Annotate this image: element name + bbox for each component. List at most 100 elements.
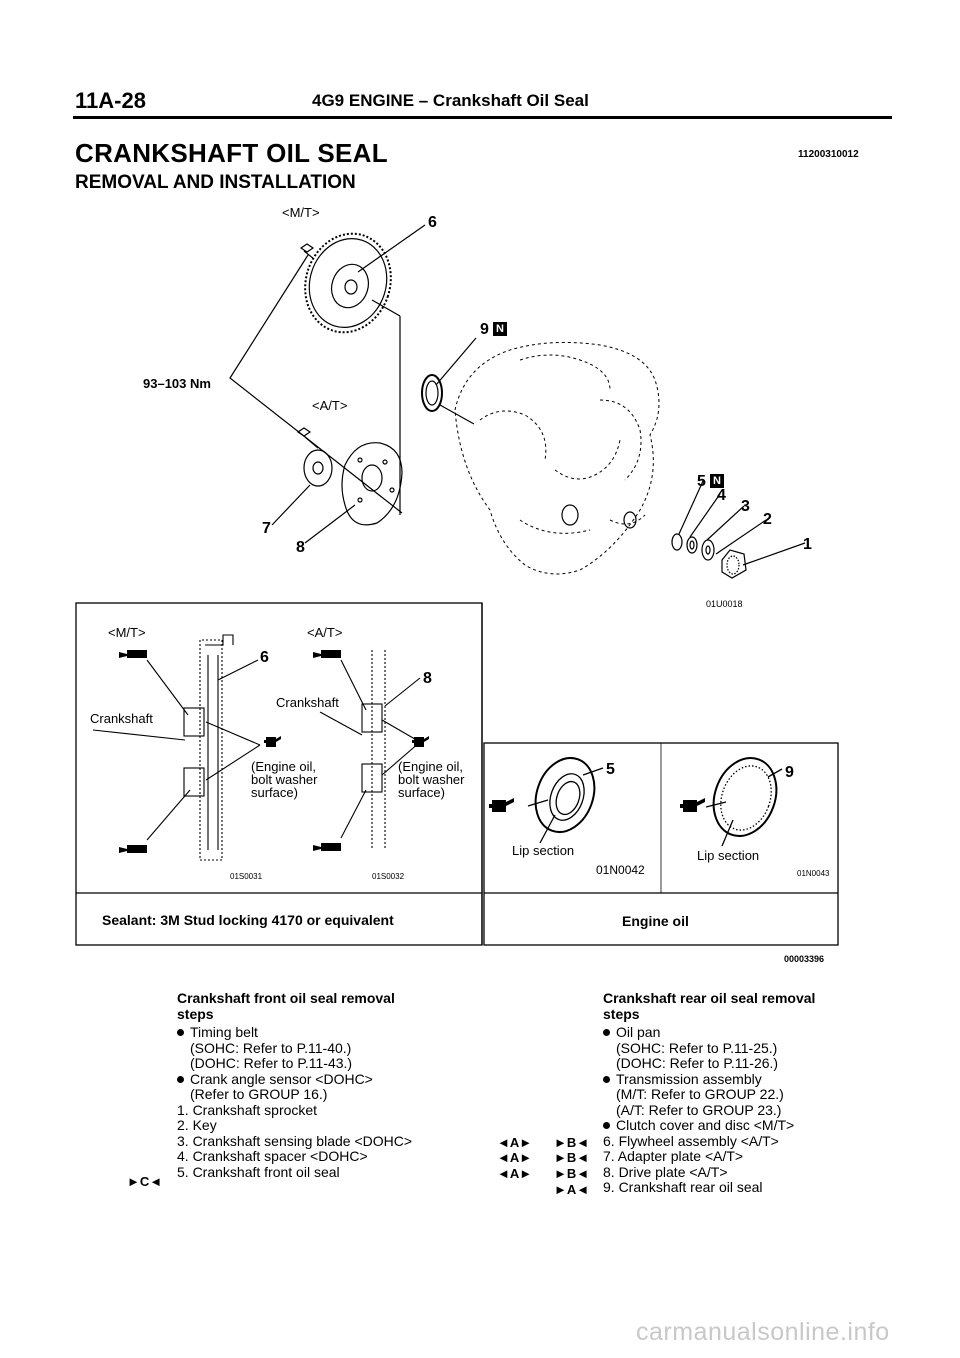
fig-code-01n0043: 01N0043 — [797, 869, 830, 878]
panel-callout-5: 5 — [606, 761, 615, 778]
engine-oil-note-mt: (Engine oil, bolt washer surface) — [251, 760, 317, 799]
lip-section-label-5: Lip section — [512, 843, 575, 858]
callout-4: 4 — [717, 487, 726, 504]
note-line: surface) — [398, 785, 445, 800]
panel-at-label: <A/T> — [307, 625, 343, 640]
header-rule — [73, 116, 892, 119]
install-marker-c: ►C◄ — [127, 1174, 163, 1189]
n-mark-5: N — [710, 474, 724, 488]
step-item: Clutch cover and disc <M/T> — [603, 1117, 815, 1134]
rear-steps-heading: steps — [603, 1005, 640, 1022]
n-mark-9: N — [493, 322, 507, 336]
step-item: Oil pan — [603, 1024, 815, 1041]
step-item: 3. Crankshaft sensing blade <DOHC> — [177, 1132, 413, 1149]
page-number: 11A-28 — [75, 88, 146, 113]
crankshaft-label-at: Crankshaft — [276, 695, 339, 710]
panel-callout-8: 8 — [423, 670, 432, 687]
front-steps-heading: Crankshaft front oil seal removal — [177, 990, 395, 1006]
install-marker-b: ►B◄ — [554, 1135, 590, 1150]
callout-8: 8 — [296, 539, 305, 556]
panel-callout-9: 9 — [785, 764, 794, 781]
step-item: (SOHC: Refer to P.11-25.) — [616, 1039, 778, 1056]
note-line: surface) — [251, 785, 298, 800]
note-line: (Engine oil, — [398, 759, 464, 774]
callout-2: 2 — [763, 511, 772, 528]
marker-letter: A — [509, 1150, 520, 1165]
step-item: 5. Crankshaft front oil seal — [177, 1163, 340, 1180]
page-title: CRANKSHAFT OIL SEAL — [75, 138, 388, 168]
bullet-icon — [177, 1029, 184, 1036]
watermark: carmanualsonline.info — [636, 1318, 890, 1346]
step-item: (DOHC: Refer to P.11-26.) — [616, 1055, 779, 1071]
step-item: (SOHC: Refer to P.11-40.) — [190, 1039, 352, 1056]
step-item: (M/T: Refer to GROUP 22.) — [616, 1086, 784, 1102]
step-item: Timing belt — [177, 1024, 412, 1041]
step-item: Crank angle sensor <DOHC> — [177, 1070, 412, 1088]
step-item: 2. Key — [177, 1117, 217, 1133]
install-marker-b: ►B◄ — [554, 1150, 590, 1165]
engine-oil-note-at: (Engine oil, bolt washer surface) — [398, 760, 464, 799]
page-subtitle: REMOVAL AND INSTALLATION — [75, 172, 356, 193]
step-item: Transmission assembly — [603, 1070, 815, 1088]
step-text: Oil pan — [616, 1024, 661, 1040]
step-item: 8. Drive plate <A/T> — [603, 1163, 728, 1180]
step-item: (A/T: Refer to GROUP 23.) — [616, 1101, 782, 1118]
bullet-icon — [177, 1075, 184, 1083]
lip-section-label-9: Lip section — [697, 848, 760, 863]
removal-marker-a: ◄A► — [497, 1150, 533, 1165]
marker-letter: B — [566, 1135, 577, 1150]
fig-code-01n0042: 01N0042 — [596, 863, 645, 877]
step-text: Clutch cover and disc <M/T> — [616, 1117, 795, 1133]
step-item: 9. Crankshaft rear oil seal — [603, 1179, 763, 1195]
callout-3: 3 — [741, 498, 750, 515]
rear-steps-heading: Crankshaft rear oil seal removal — [603, 990, 816, 1006]
install-marker-a: ►A◄ — [554, 1182, 590, 1197]
marker-letter: A — [509, 1135, 520, 1150]
callout-1: 1 — [803, 536, 812, 553]
sealant-spec: Sealant: 3M Stud locking 4170 or equival… — [102, 912, 394, 928]
removal-marker-a: ◄A► — [497, 1135, 533, 1150]
oil-can-icon — [262, 733, 282, 754]
note-line: bolt washer — [251, 772, 318, 787]
panel-callout-6: 6 — [260, 649, 269, 666]
removal-marker-a: ◄A► — [497, 1166, 533, 1181]
callout-9: 9 — [480, 321, 489, 338]
step-item: 6. Flywheel assembly <A/T> — [603, 1132, 779, 1149]
callout-7: 7 — [262, 520, 271, 537]
callout-5: 5 — [697, 473, 706, 490]
engine-oil-label: Engine oil — [622, 913, 689, 929]
document-id: 11200310012 — [798, 149, 859, 160]
marker-letter: B — [566, 1166, 577, 1181]
oil-can-icon — [410, 733, 430, 754]
bullet-icon — [603, 1075, 610, 1083]
marker-letter: C — [139, 1174, 150, 1189]
front-steps-heading: steps — [177, 1005, 214, 1022]
mt-label: <M/T> — [282, 205, 320, 220]
fig-code-01s0031: 01S0031 — [230, 872, 263, 881]
step-text: Timing belt — [190, 1024, 258, 1040]
front-removal-steps: Crankshaft front oil seal removal steps … — [177, 990, 413, 1180]
note-line: bolt washer — [398, 772, 465, 787]
step-text: Crank angle sensor <DOHC> — [190, 1070, 373, 1087]
note-line: (Engine oil, — [251, 759, 317, 774]
bullet-icon — [603, 1122, 610, 1129]
step-text: Transmission assembly — [616, 1070, 762, 1087]
crankshaft-label-mt: Crankshaft — [90, 711, 153, 726]
figure-reference: 00003396 — [784, 954, 825, 964]
panel-mt-label: <M/T> — [108, 625, 146, 640]
callout-6: 6 — [428, 214, 437, 231]
step-item: (DOHC: Refer to P.11-43.) — [190, 1055, 353, 1071]
at-label: <A/T> — [312, 398, 348, 413]
rear-removal-steps: Crankshaft rear oil seal removal steps O… — [603, 990, 816, 1196]
step-item: (Refer to GROUP 16.) — [190, 1086, 328, 1102]
fig-code-01s0032: 01S0032 — [372, 872, 405, 881]
step-item: 4. Crankshaft spacer <DOHC> — [177, 1148, 368, 1164]
figure-code: 01U0018 — [706, 599, 743, 609]
marker-letter: A — [566, 1182, 577, 1197]
step-item: 1. Crankshaft sprocket — [177, 1101, 318, 1118]
step-item: 7. Adapter plate <A/T> — [603, 1148, 744, 1164]
